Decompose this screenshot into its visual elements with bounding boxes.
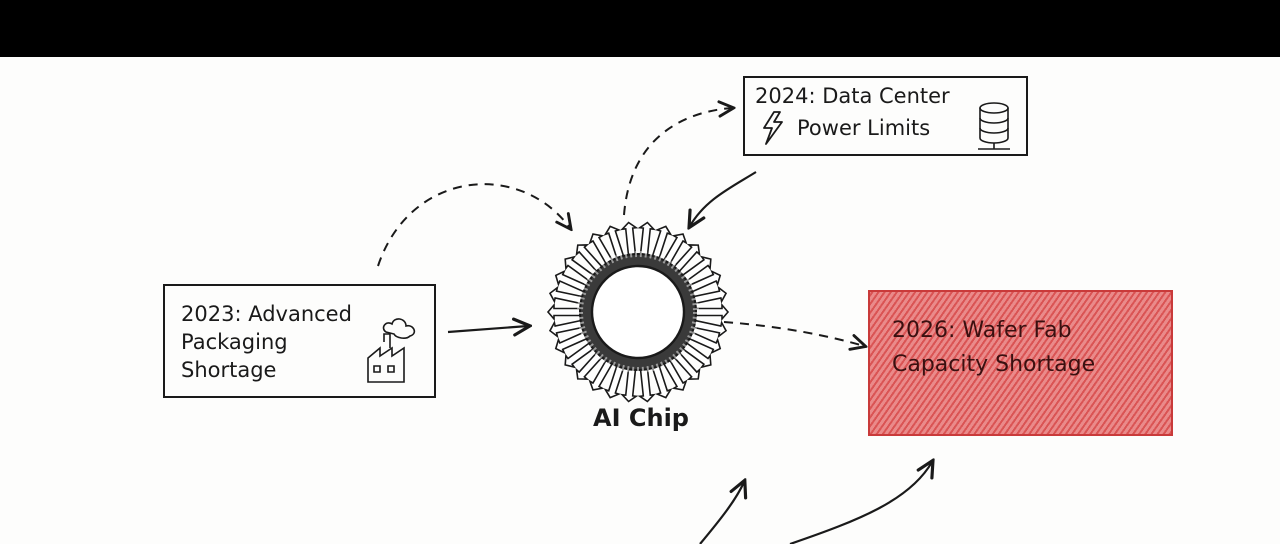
server-icon bbox=[978, 102, 1010, 150]
top-black-bar bbox=[0, 0, 1280, 57]
chip-spike bbox=[695, 302, 730, 322]
chip-spike bbox=[554, 331, 588, 355]
edge-chip-2024-dashed bbox=[623, 108, 732, 216]
chip-spike bbox=[681, 342, 712, 369]
chip-spike bbox=[620, 368, 639, 403]
chip-spike bbox=[603, 365, 625, 399]
chip-spike bbox=[564, 255, 595, 282]
chip-spike bbox=[588, 233, 614, 265]
node-2026-label: 2026: Wafer Fab Capacity Shortage bbox=[892, 318, 1096, 377]
chip-spike bbox=[575, 244, 603, 273]
chip-spike bbox=[681, 255, 712, 282]
edge-bottom-left bbox=[699, 482, 744, 544]
node-2023-label: 2023: Advanced Packaging Shortage bbox=[181, 302, 352, 382]
edge-2024-solid bbox=[690, 171, 757, 226]
chip-spike bbox=[546, 302, 581, 322]
chip-spike bbox=[688, 331, 722, 355]
chip-spike bbox=[651, 365, 673, 399]
chip-spike bbox=[603, 225, 625, 259]
factory-icon bbox=[367, 318, 416, 383]
chip-spike bbox=[564, 342, 595, 369]
chip-spike bbox=[662, 233, 688, 265]
edge-bottom-right bbox=[789, 462, 932, 544]
chip-spike bbox=[673, 351, 701, 380]
chip-spike bbox=[693, 285, 728, 305]
chip-spike bbox=[651, 225, 673, 259]
node-2023-advanced-packaging-shortage: 2023: Advanced Packaging Shortage bbox=[163, 284, 436, 398]
chip-spike bbox=[588, 359, 614, 391]
lightning-icon bbox=[763, 111, 783, 145]
chip-spike bbox=[548, 319, 583, 339]
chip-spike bbox=[662, 359, 688, 391]
chip-spike bbox=[688, 269, 722, 293]
node-2024-data-center-power-limits: 2024: Data Center Power Limits bbox=[743, 76, 1028, 156]
edge-chip-2026-dashed bbox=[723, 321, 864, 346]
chip-spike bbox=[575, 351, 603, 380]
node-2026-wafer-fab-capacity-shortage: 2026: Wafer Fab Capacity Shortage bbox=[868, 290, 1173, 436]
edge-2023-solid bbox=[447, 326, 528, 332]
chip-spike bbox=[637, 221, 656, 256]
chip-spike bbox=[637, 368, 656, 403]
chip-spike bbox=[554, 269, 588, 293]
chip-spike bbox=[548, 285, 583, 305]
chip-spike bbox=[673, 244, 701, 273]
ai-chip-label: AI Chip bbox=[593, 404, 689, 432]
edge-2023-dashed bbox=[377, 183, 570, 267]
ai-chip-icon bbox=[546, 221, 730, 403]
chip-spike bbox=[620, 221, 639, 256]
chip-spike bbox=[693, 319, 728, 339]
node-2024-label-line1: 2024: Data Center bbox=[755, 84, 950, 108]
node-2024-label-line2: Power Limits bbox=[797, 116, 931, 140]
